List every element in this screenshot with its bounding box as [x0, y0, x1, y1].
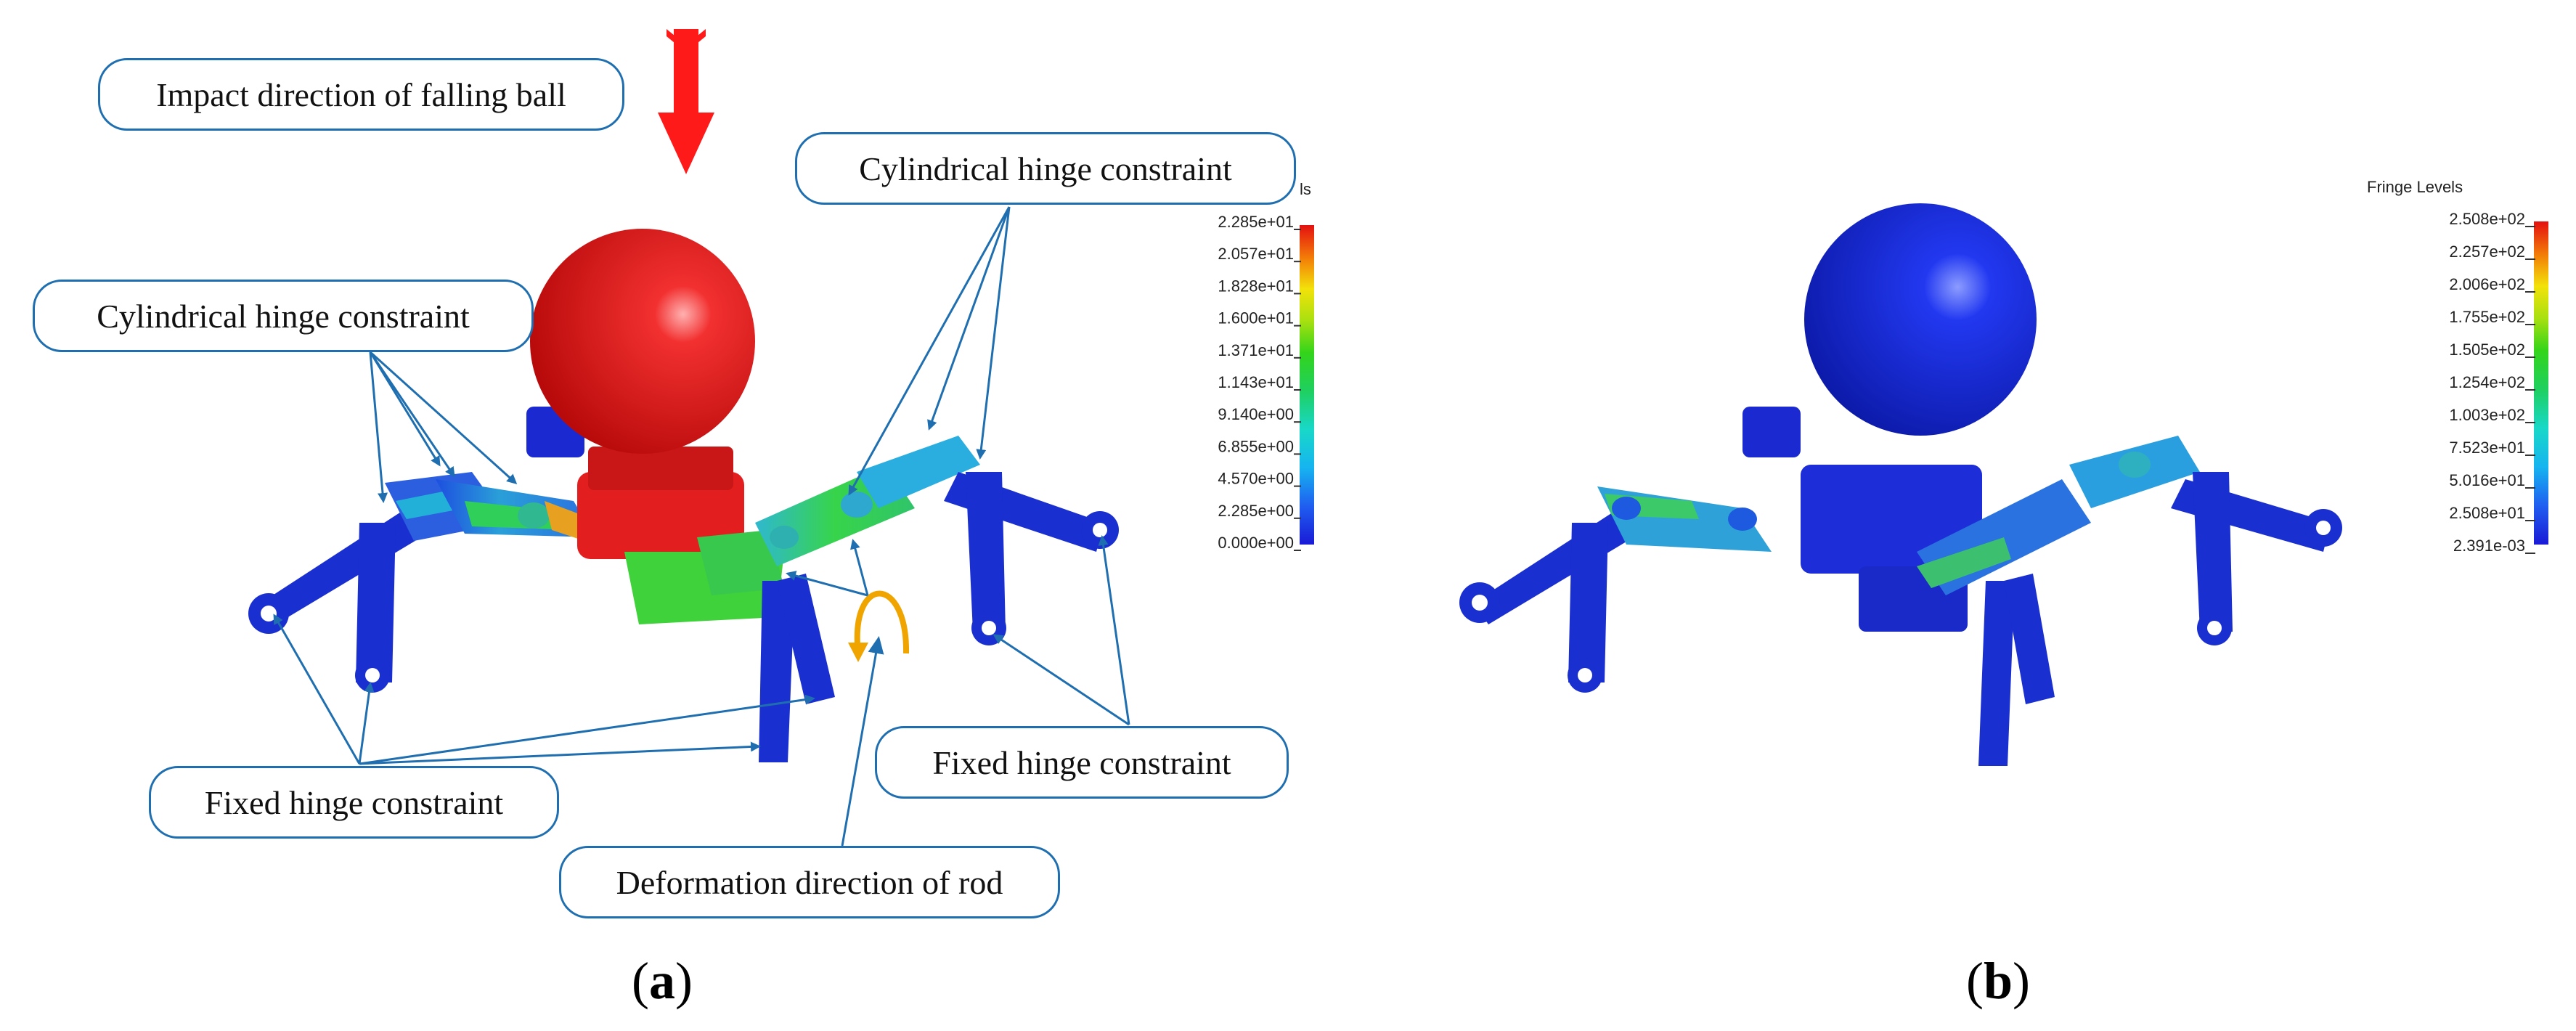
panel-b-label-open: ( — [1966, 952, 1984, 1010]
legend-a-level-2: 1.828e+01 — [1218, 277, 1294, 295]
panel-a-label-letter: a — [648, 952, 675, 1010]
leader-lines-a — [273, 206, 1130, 847]
panel-a-label-open: ( — [632, 952, 649, 1010]
panel-a-model — [248, 29, 1119, 762]
panel-b-label-letter: b — [1983, 952, 2013, 1010]
legend-b-colorbar — [2534, 221, 2548, 545]
callout-fixed-right: Fixed hinge constraint — [875, 726, 1289, 799]
legend-a-level-5: 1.143e+01 — [1218, 373, 1294, 391]
legend-b-level-2: 2.006e+02 — [2449, 275, 2525, 293]
legend-a-title-fragment: ls — [1300, 180, 1311, 198]
falling-ball-red — [530, 229, 755, 454]
callout-cylindrical-left: Cylindrical hinge constraint — [33, 280, 534, 352]
panel-a-label-close: ) — [674, 952, 693, 1010]
legend-b-level-9: 2.508e+01 — [2449, 504, 2525, 522]
callout-deformation-direction: Deformation direction of rod — [559, 846, 1060, 918]
legend-b-level-4: 1.505e+02 — [2449, 341, 2525, 359]
legend-b-level-6: 1.003e+02 — [2449, 406, 2525, 424]
legend-a-level-9: 2.285e+00 — [1218, 502, 1294, 520]
deformation-curl-icon — [848, 590, 910, 662]
panel-b-model — [1459, 203, 2342, 766]
falling-ball-blue — [1804, 203, 2037, 436]
legend-a-level-7: 6.855e+00 — [1218, 437, 1294, 455]
legend-b-level-0: 2.508e+02 — [2449, 210, 2525, 228]
fringe-legend-a: ls 2.285e+01 2.057e+01 1.828e+01 1.600e+01 1… — [1218, 180, 1314, 552]
legend-b-level-10: 2.391e-03 — [2453, 537, 2525, 555]
legend-a-level-1: 2.057e+01 — [1218, 245, 1294, 263]
legend-a-level-8: 4.570e+00 — [1218, 470, 1294, 488]
legend-b-level-1: 2.257e+02 — [2449, 243, 2525, 261]
legend-b-level-7: 7.523e+01 — [2449, 439, 2525, 457]
legend-a-level-6: 9.140e+00 — [1218, 405, 1294, 423]
legend-a-level-4: 1.371e+01 — [1218, 341, 1294, 359]
legend-b-level-8: 5.016e+01 — [2449, 471, 2525, 489]
legend-a-level-0: 2.285e+01 — [1218, 213, 1294, 231]
legend-b-title: Fringe Levels — [2367, 178, 2463, 196]
panel-b-label-close: ) — [2013, 952, 2031, 1010]
legend-a-colorbar — [1300, 225, 1314, 545]
legend-b-level-3: 1.755e+02 — [2449, 308, 2525, 326]
legend-b-level-5: 1.254e+02 — [2449, 373, 2525, 391]
fringe-legend-b: Fringe Levels 2.508e+02 2.257e+02 2.006e+0… — [2367, 178, 2548, 555]
callout-fixed-left: Fixed hinge constraint — [149, 766, 559, 839]
impact-arrow — [658, 29, 714, 174]
callout-impact-direction: Impact direction of falling ball — [98, 58, 624, 131]
panel-label-a: (a) — [632, 951, 693, 1011]
legend-a-level-3: 1.600e+01 — [1218, 309, 1294, 327]
panel-label-b: (b) — [1966, 951, 2030, 1011]
legend-a-level-10: 0.000e+00 — [1218, 534, 1294, 552]
callout-cylindrical-right: Cylindrical hinge constraint — [795, 132, 1296, 205]
